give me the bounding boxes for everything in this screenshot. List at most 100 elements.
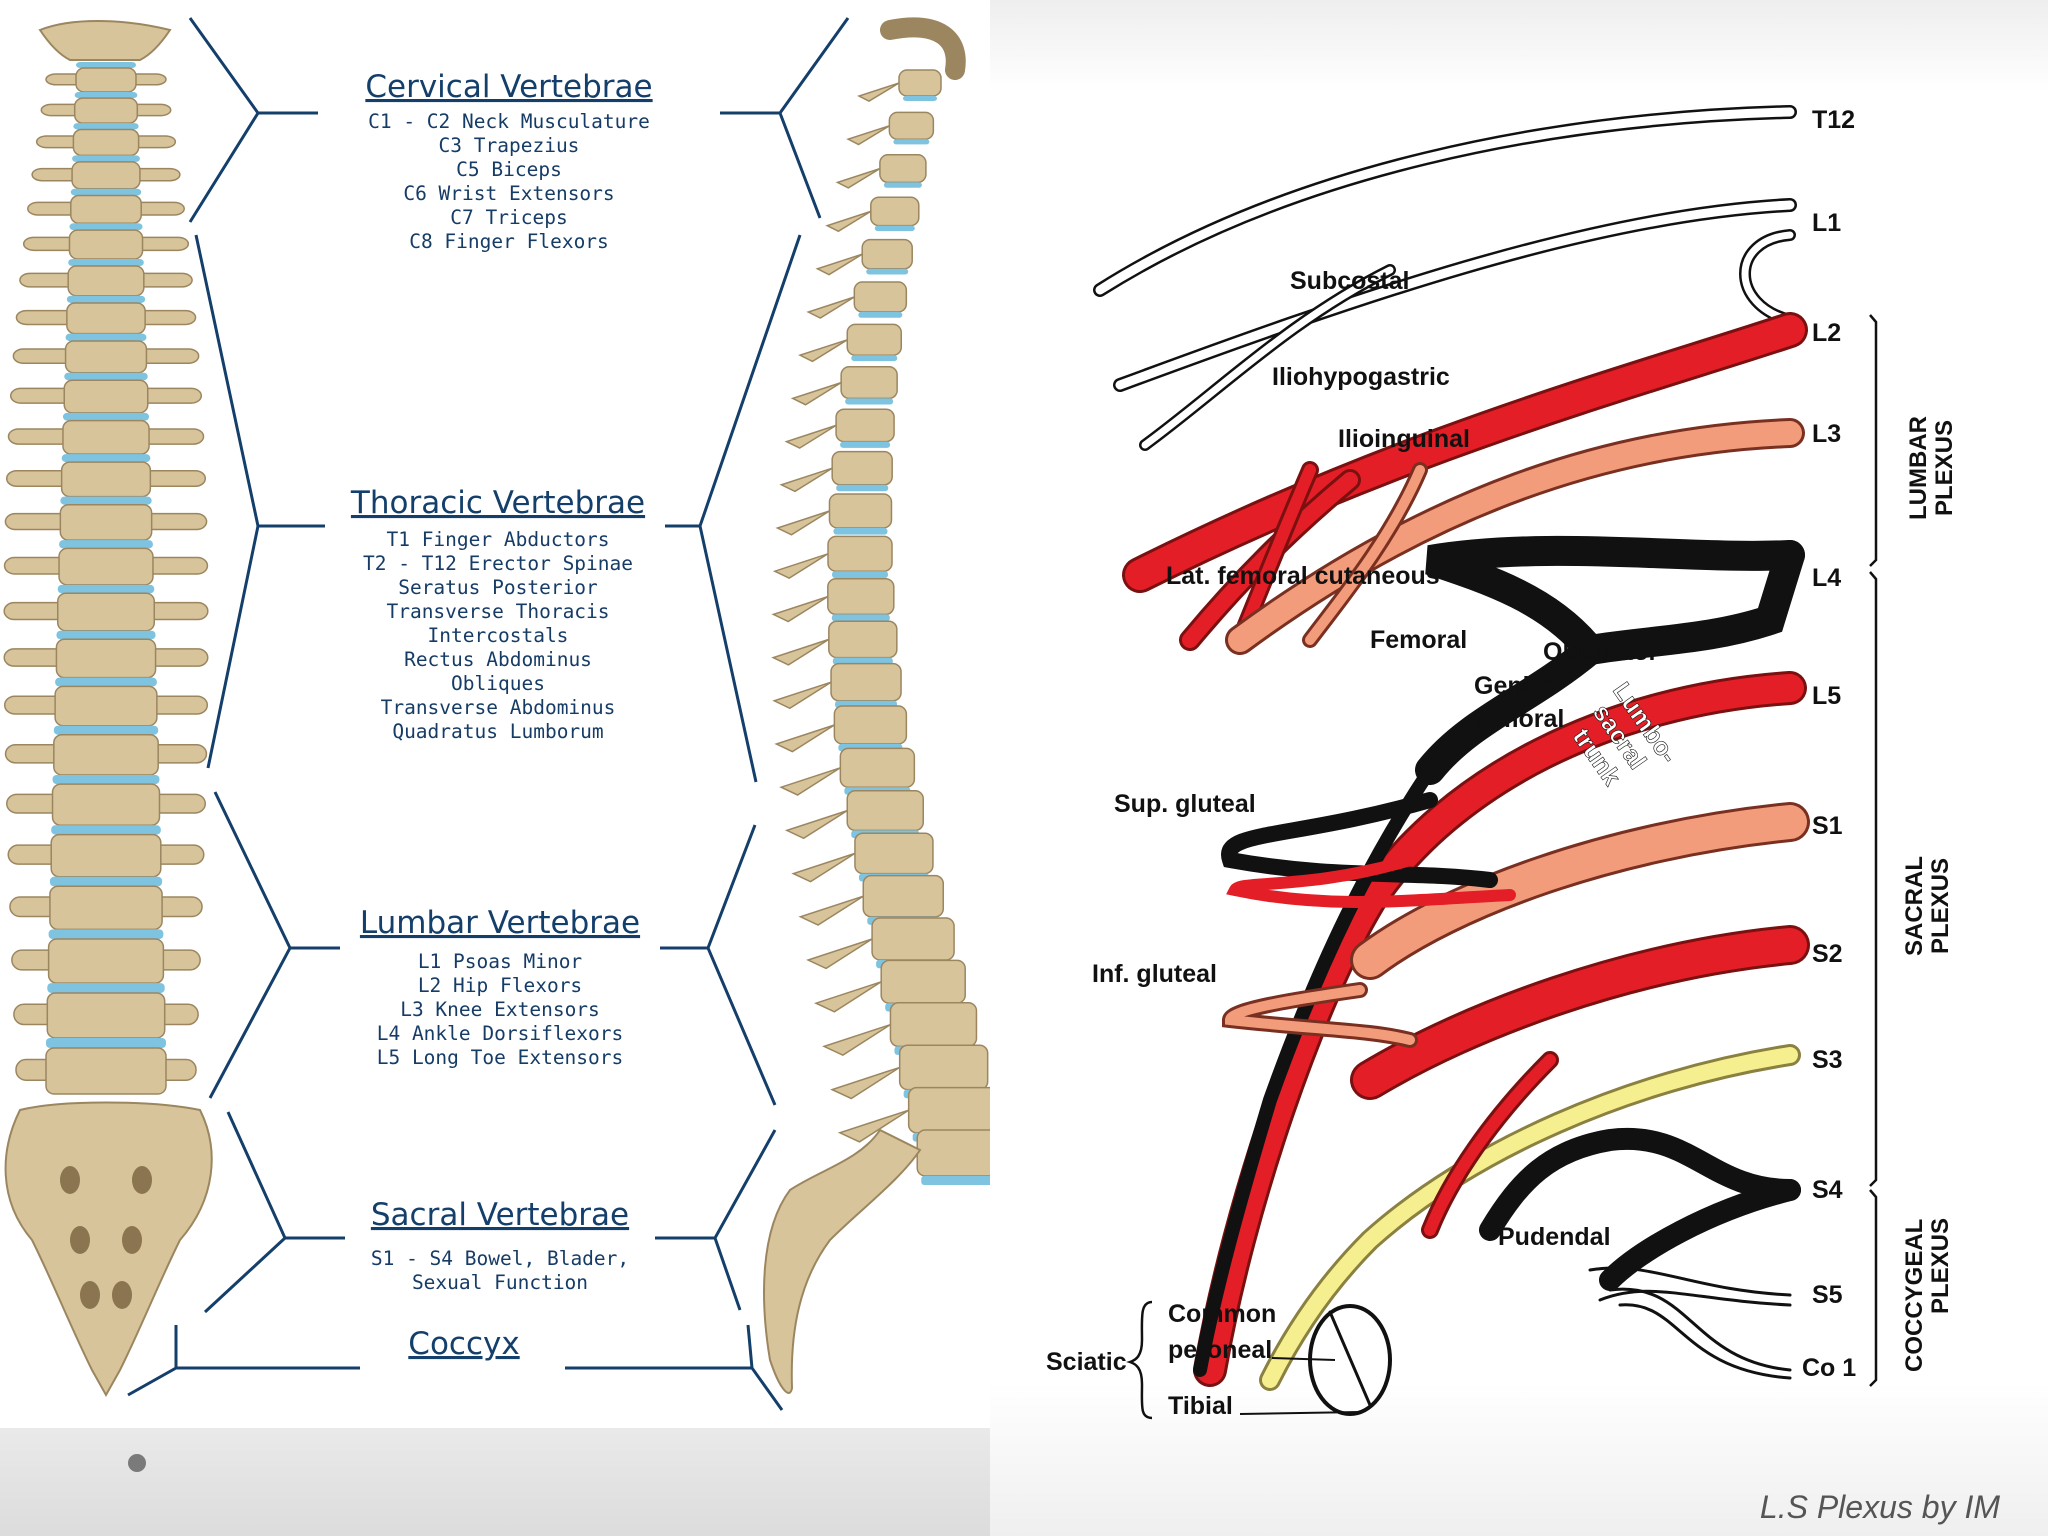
vertebral-body	[51, 783, 161, 827]
intervertebral-disc	[59, 540, 153, 549]
vertebral-body-side	[827, 535, 893, 572]
vertebral-body-side	[831, 450, 893, 486]
vertebral-body-side	[861, 238, 913, 270]
segment-t12: T12	[1812, 106, 1855, 134]
region-1-line-6: Obliques	[451, 672, 545, 695]
co1-nerve	[1608, 1287, 1792, 1372]
vertebral-body-side	[862, 874, 945, 918]
spinous-process	[830, 1066, 901, 1100]
vertebral-body	[62, 419, 150, 455]
spinous-process	[784, 424, 837, 449]
intervertebral-disc-side	[858, 312, 903, 318]
vertebral-body-side	[907, 1086, 990, 1134]
segment-l1: L1	[1812, 209, 1841, 237]
sacrum-side	[763, 1128, 922, 1394]
sacral-foramen	[132, 1166, 152, 1194]
spinous-process	[813, 981, 882, 1013]
vertebral-body-side	[827, 578, 895, 616]
vertebral-body-side	[889, 1002, 978, 1048]
intervertebral-disc-side	[921, 1176, 990, 1185]
segment-s2: S2	[1812, 940, 1843, 968]
vertebral-body	[60, 461, 152, 498]
vertebral-body-side	[846, 790, 924, 832]
vertebral-body	[72, 128, 140, 157]
spinous-process	[775, 510, 830, 536]
sacral-foramen	[112, 1281, 132, 1309]
intervertebral-disc	[66, 295, 146, 303]
spinous-process	[791, 852, 856, 883]
vertebral-body-side	[854, 832, 934, 875]
spinous-process	[784, 809, 848, 840]
vertebral-body	[50, 833, 162, 878]
label-sciatic: Sciatic	[1046, 1348, 1127, 1376]
vertebral-body-side	[833, 705, 908, 745]
vertebral-body	[63, 379, 149, 414]
plexus-group-labels: LUMBAR PLEXUS SACRAL PLEXUS COCCYGEAL PL…	[1901, 416, 1958, 1372]
vertebral-body-side	[840, 366, 898, 400]
spine-svg: Cervical Vertebrae C1 - C2 Neck Musculat…	[3, 17, 990, 1411]
spinous-process	[771, 595, 829, 623]
sacral-plexus-label-2: PLEXUS	[1927, 858, 1954, 954]
sacral-foramen	[80, 1281, 100, 1309]
label-peroneal: peroneal	[1168, 1336, 1272, 1364]
label-femoral: Femoral	[1370, 626, 1467, 654]
segment-co1: Co 1	[1802, 1354, 1856, 1382]
vertebral-body-side	[880, 959, 966, 1004]
vertebral-body-side	[888, 111, 935, 140]
slide-caption: L.S Plexus by IM	[1759, 1489, 2000, 1525]
vertebral-body-side	[853, 281, 908, 313]
spinous-process	[779, 467, 833, 493]
vertebral-body	[59, 503, 153, 541]
sacral-bracket-left	[203, 1111, 287, 1314]
vertebral-body	[64, 340, 148, 374]
vertebral-body	[73, 97, 139, 124]
region-1-line-0: T1 Finger Abductors	[386, 528, 609, 551]
label-ilioinguinal: Ilioinguinal	[1338, 425, 1470, 453]
intervertebral-disc	[46, 1038, 166, 1048]
intervertebral-disc	[74, 92, 138, 99]
region-0-line-1: C3 Trapezius	[439, 134, 580, 157]
segment-l3: L3	[1812, 420, 1841, 448]
region-brackets	[127, 17, 850, 1411]
spinous-process	[772, 553, 829, 580]
spinous-process	[806, 938, 873, 970]
bullet-point	[128, 1454, 146, 1472]
region-1-line-3: Transverse Thoracis	[386, 600, 609, 623]
intervertebral-disc	[62, 412, 150, 421]
vertebral-body	[47, 938, 165, 984]
region-1-line-8: Quadratus Lumborum	[392, 720, 603, 743]
thoracic-title: Thoracic Vertebrae	[350, 485, 645, 521]
vertebral-body	[75, 67, 137, 93]
intervertebral-disc	[68, 258, 144, 266]
region-2-line-4: L5 Long Toe Extensors	[377, 1046, 624, 1069]
vertebral-body-side	[835, 408, 895, 443]
intervertebral-disc-side	[851, 355, 898, 362]
intervertebral-disc	[51, 825, 161, 835]
spinous-process	[798, 339, 848, 363]
intervertebral-disc-side	[874, 225, 915, 232]
intervertebral-disc	[52, 774, 160, 785]
spinous-process	[779, 767, 841, 796]
region-thoracic: Thoracic Vertebrae T1 Finger AbductorsT2…	[350, 485, 645, 743]
segment-labels: T12 L1 L2 L3 L4 L5 S1 S2 S3 S4 S5 Co 1	[1802, 106, 1856, 1382]
region-0-line-4: C7 Triceps	[450, 206, 567, 229]
region-0-line-5: C8 Finger Flexors	[409, 230, 609, 253]
region-0-line-0: C1 - C2 Neck Musculature	[368, 110, 650, 133]
lumbosacral-plexus-panel: T12 L1 L2 L3 L4 L5 S1 S2 S3 S4 S5 Co 1 L…	[990, 0, 2048, 1536]
spinous-process	[825, 210, 872, 233]
region-1-line-4: Intercostals	[428, 624, 569, 647]
lumbar-bracket-left	[208, 791, 292, 1099]
spinous-process	[835, 167, 881, 189]
region-1-line-1: T2 - T12 Erector Spinae	[363, 552, 633, 575]
side-spine-illustration	[763, 17, 990, 1394]
segment-s3: S3	[1812, 1046, 1843, 1074]
label-lat-femoral-cutaneous: Lat. femoral cutaneous	[1166, 562, 1440, 590]
segment-l5: L5	[1812, 682, 1841, 710]
label-common: Common	[1168, 1300, 1276, 1328]
lumbosacral-trunk	[1193, 763, 1437, 1377]
intervertebral-disc-side	[831, 614, 890, 622]
spinous-process	[857, 82, 900, 103]
intervertebral-disc-side	[903, 96, 937, 101]
region-0-line-3: C6 Wrist Extensors	[403, 182, 614, 205]
vertebral-body	[53, 733, 159, 776]
